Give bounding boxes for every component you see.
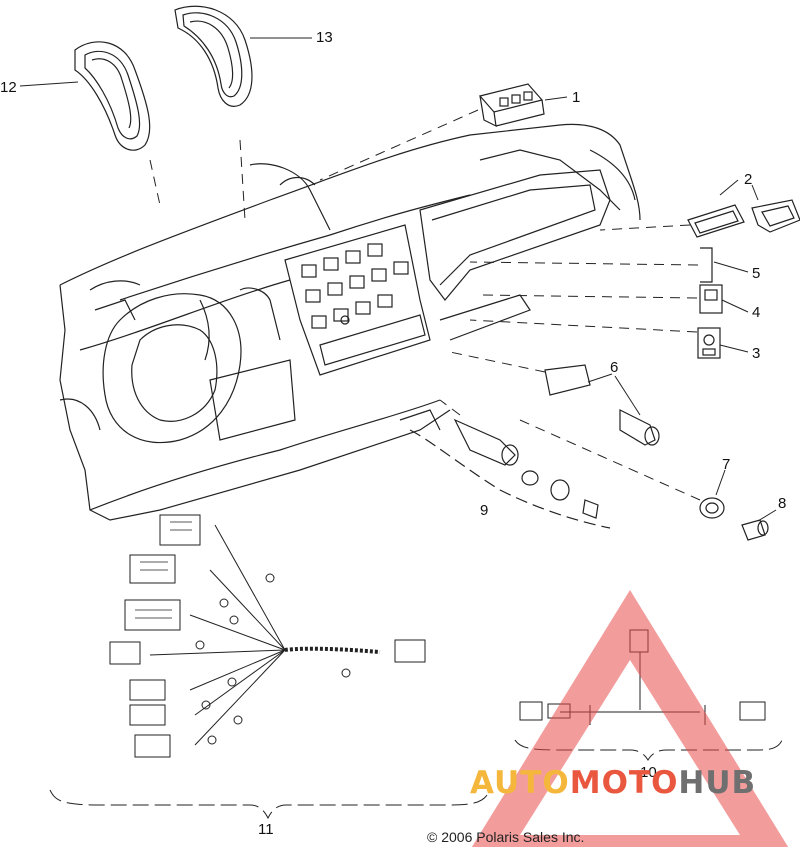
callout-2: 2 bbox=[744, 171, 753, 188]
watermark-auto: AUTO bbox=[470, 765, 570, 801]
part-5-clip bbox=[700, 247, 713, 283]
callout-11: 11 bbox=[258, 821, 274, 838]
callout-7: 7 bbox=[722, 456, 731, 473]
callout-10: 10 bbox=[640, 764, 657, 781]
dashboard-outline bbox=[59, 123, 641, 521]
part-2-switch bbox=[687, 199, 800, 238]
part-11-harness bbox=[49, 514, 491, 820]
part-9-ignition bbox=[409, 418, 611, 529]
callout-6: 6 bbox=[610, 359, 619, 376]
callout-8: 8 bbox=[778, 495, 787, 512]
callout-leaders bbox=[19, 37, 777, 522]
callout-12: 12 bbox=[0, 79, 17, 96]
part-3-switch bbox=[697, 327, 721, 359]
callout-9: 9 bbox=[480, 502, 489, 519]
watermark-logo: AUTOMOTOHUB bbox=[470, 765, 756, 801]
part-8-plug bbox=[741, 519, 769, 541]
callout-5: 5 bbox=[752, 265, 761, 282]
copyright-text: © 2006 Polaris Sales Inc. bbox=[427, 829, 585, 845]
watermark-triangle bbox=[470, 590, 790, 850]
part-1-switch bbox=[478, 83, 545, 128]
watermark-hub: HUB bbox=[678, 765, 757, 801]
watermark-moto: MOTO bbox=[569, 765, 679, 801]
callout-4: 4 bbox=[752, 304, 761, 321]
part-7-bushing bbox=[699, 497, 725, 519]
part-12-bezel bbox=[74, 41, 151, 151]
part-6-power-point bbox=[544, 364, 660, 446]
callout-3: 3 bbox=[752, 345, 761, 362]
callout-13: 13 bbox=[316, 29, 333, 46]
callout-1: 1 bbox=[572, 89, 581, 106]
leader-lines bbox=[149, 109, 701, 501]
part-4-switch bbox=[699, 284, 723, 314]
part-13-bezel bbox=[174, 5, 253, 107]
